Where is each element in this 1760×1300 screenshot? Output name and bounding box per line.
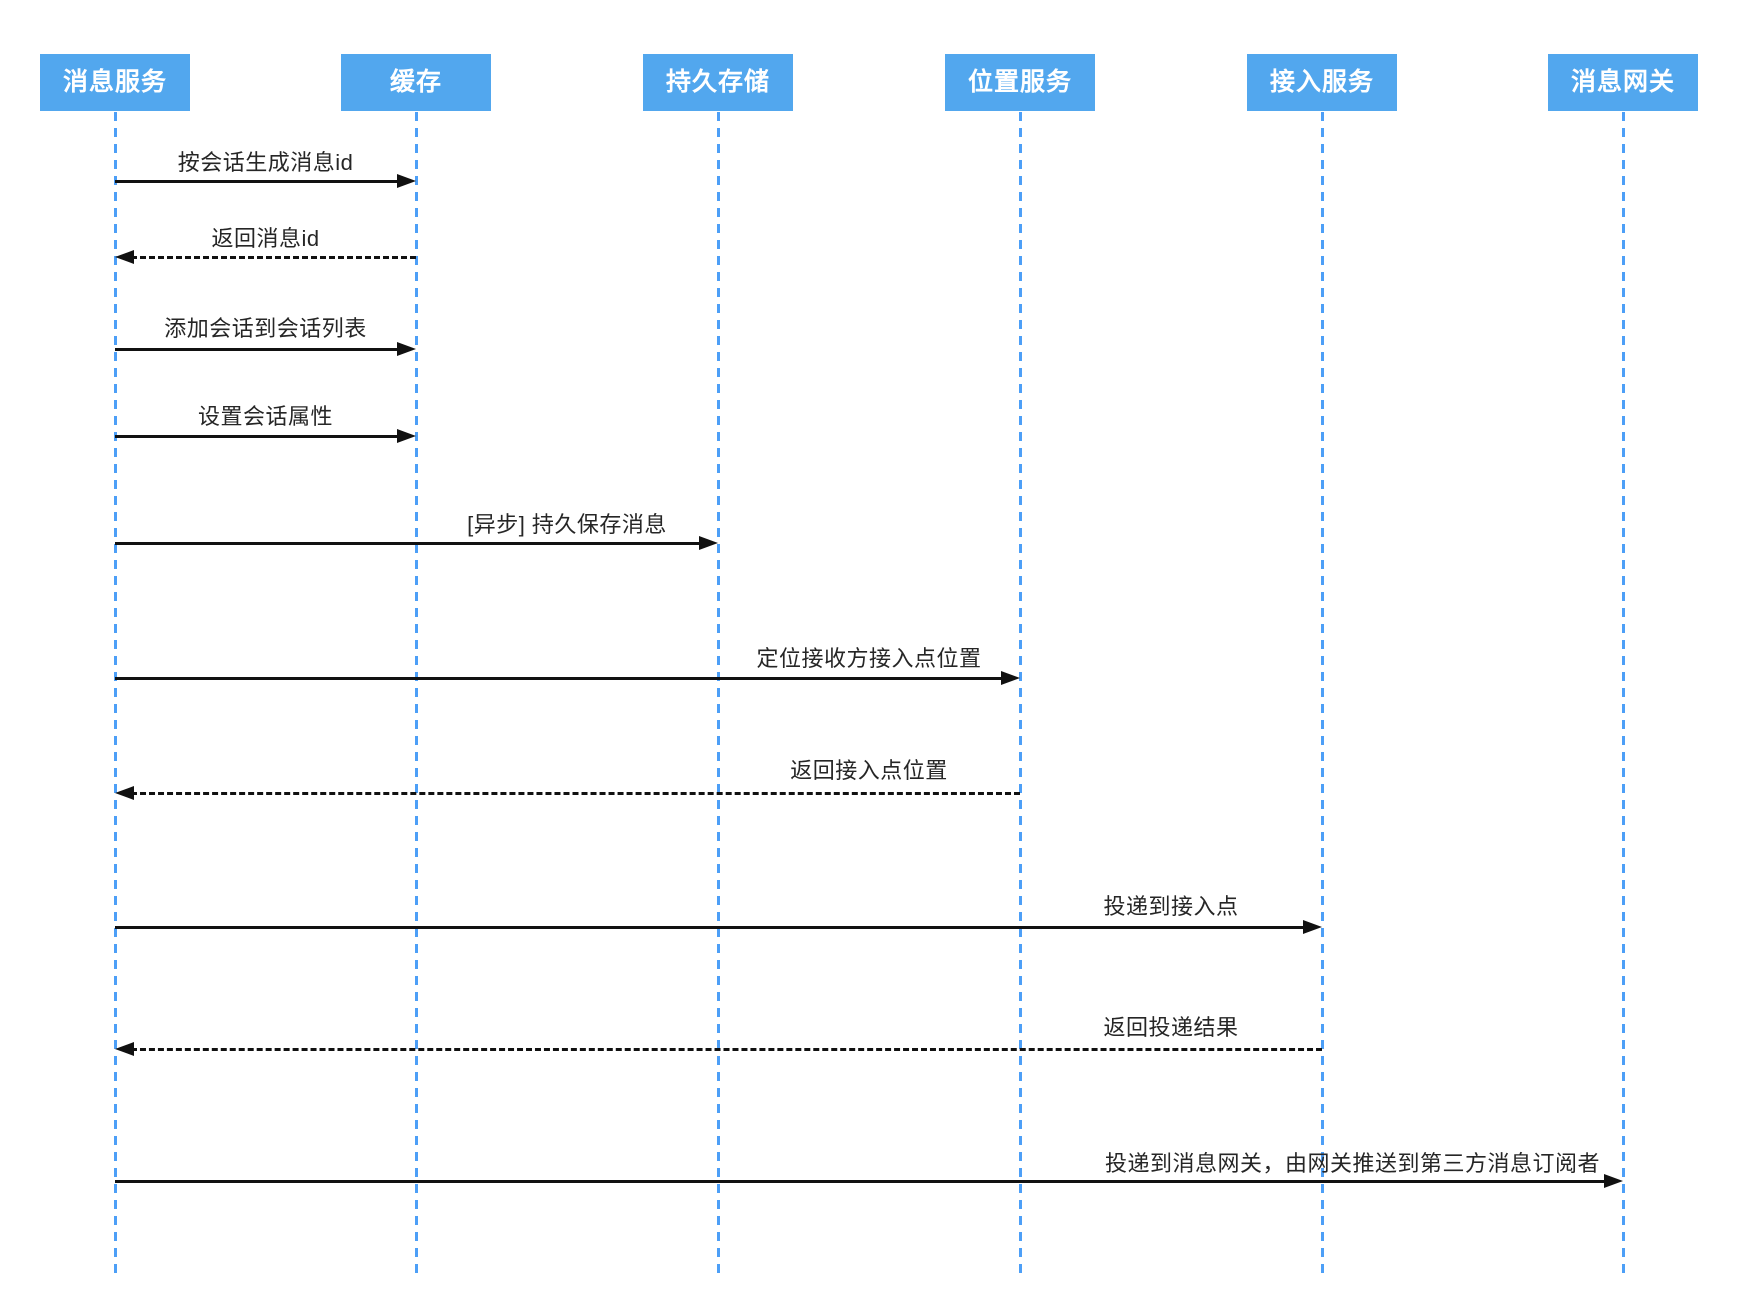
arrowhead-icon — [1303, 920, 1322, 934]
actor-box: 位置服务 — [945, 54, 1095, 111]
lifeline — [414, 112, 418, 1276]
message-arrow — [115, 925, 1306, 929]
arrowhead-icon — [115, 786, 134, 800]
actor-label: 消息服务 — [62, 68, 167, 96]
message-label: 返回消息id — [211, 226, 320, 251]
message-arrow — [115, 434, 400, 438]
arrowhead-icon — [1604, 1174, 1623, 1188]
message-arrow — [115, 1179, 1607, 1183]
arrowhead-icon — [397, 174, 416, 188]
message-label: 投递到消息网关，由网关推送到第三方消息订阅者 — [1104, 1151, 1601, 1176]
arrowhead-icon — [397, 342, 416, 356]
arrowhead-icon — [397, 429, 416, 443]
actor-label: 缓存 — [389, 68, 442, 96]
actor-box: 消息网关 — [1548, 54, 1698, 111]
message-label: [异步] 持久保存消息 — [467, 512, 667, 537]
actor-label: 接入服务 — [1269, 68, 1374, 96]
actor-label: 消息网关 — [1570, 68, 1675, 96]
message-arrow — [131, 255, 416, 259]
lifeline — [113, 112, 117, 1276]
lifeline — [1320, 112, 1324, 1276]
lifeline — [1018, 112, 1022, 1276]
actor-box: 消息服务 — [40, 54, 190, 111]
actor-label: 位置服务 — [967, 68, 1072, 96]
message-label: 按会话生成消息id — [177, 150, 354, 175]
actor-label: 持久存储 — [665, 68, 770, 96]
lifeline — [716, 112, 720, 1276]
message-arrow — [115, 541, 702, 545]
message-arrow — [131, 1047, 1322, 1051]
message-label: 返回接入点位置 — [790, 758, 948, 783]
message-label: 设置会话属性 — [197, 404, 334, 429]
actor-box: 持久存储 — [643, 54, 793, 111]
arrowhead-icon — [115, 250, 134, 264]
message-label: 投递到接入点 — [1103, 894, 1239, 919]
arrowhead-icon — [699, 536, 718, 550]
actor-box: 接入服务 — [1247, 54, 1397, 111]
message-arrow — [115, 347, 400, 351]
message-arrow — [131, 791, 1020, 795]
message-arrow — [115, 676, 1004, 680]
message-arrow — [115, 179, 400, 183]
message-label: 返回投递结果 — [1103, 1015, 1239, 1040]
actor-box: 缓存 — [341, 54, 491, 111]
lifeline — [1621, 112, 1625, 1276]
arrowhead-icon — [115, 1042, 134, 1056]
message-label: 添加会话到会话列表 — [164, 316, 367, 341]
message-label: 定位接收方接入点位置 — [756, 646, 982, 671]
arrowhead-icon — [1001, 671, 1020, 685]
